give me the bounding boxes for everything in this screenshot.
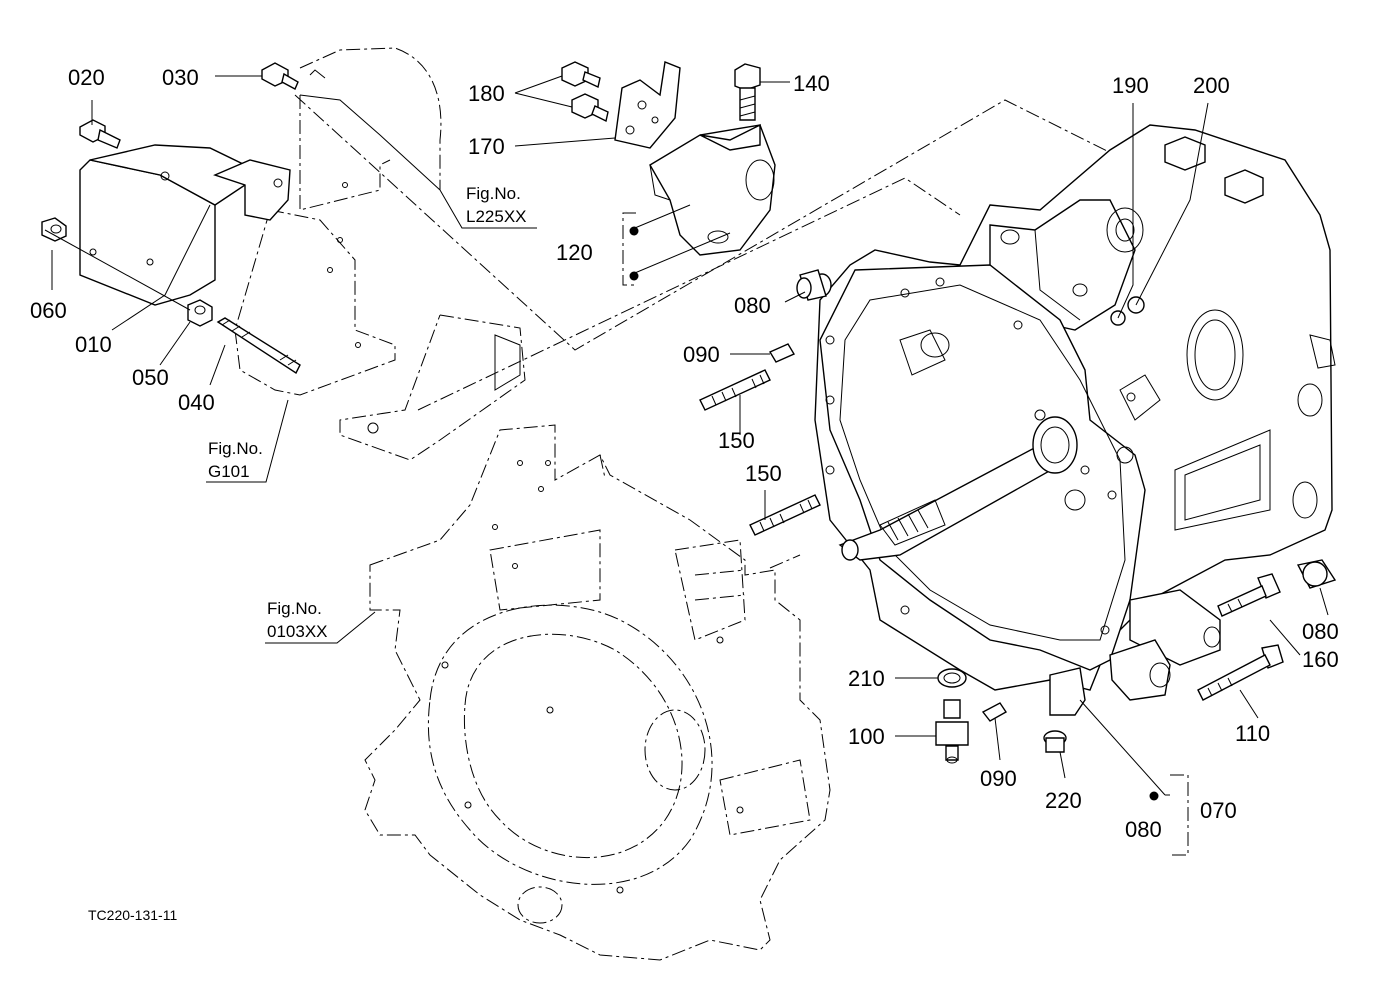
label-010: 010 bbox=[75, 332, 112, 357]
fig-ref-prefix: Fig.No. bbox=[208, 439, 263, 458]
label-220: 220 bbox=[1045, 788, 1082, 813]
fig-ref-prefix: Fig.No. bbox=[466, 184, 521, 203]
fig-ref-l225: Fig.No. L225XX bbox=[439, 184, 537, 229]
label-060: 060 bbox=[30, 298, 67, 323]
label-120: 120 bbox=[556, 240, 593, 265]
stud-150-lower bbox=[749, 494, 821, 536]
label-190: 190 bbox=[1112, 73, 1149, 98]
assembly-axis-line-3 bbox=[769, 554, 801, 569]
label-070: 070 bbox=[1200, 798, 1237, 823]
bushing-080-upper bbox=[796, 269, 832, 301]
group-bracket-120 bbox=[622, 212, 639, 286]
part-labels: 020 030 060 010 050 040 180 170 140 120 … bbox=[30, 65, 1339, 842]
label-050: 050 bbox=[132, 365, 169, 390]
label-080-lower: 080 bbox=[1125, 817, 1162, 842]
plate-170 bbox=[614, 61, 681, 149]
bolt-140 bbox=[734, 63, 761, 121]
stud-150-upper bbox=[699, 369, 771, 411]
plug-220 bbox=[1043, 730, 1067, 753]
lever-assembly-120 bbox=[649, 123, 776, 256]
label-090-lower: 090 bbox=[980, 766, 1017, 791]
group-bracket-070 bbox=[1149, 774, 1189, 856]
label-150-lower: 150 bbox=[745, 461, 782, 486]
pin-090-lower bbox=[981, 702, 1008, 722]
label-210: 210 bbox=[848, 666, 885, 691]
label-090-upper: 090 bbox=[683, 342, 720, 367]
valve-100 bbox=[935, 699, 969, 764]
label-150-upper: 150 bbox=[718, 428, 755, 453]
label-140: 140 bbox=[793, 71, 830, 96]
transmission-case bbox=[814, 124, 1336, 716]
label-160: 160 bbox=[1302, 647, 1339, 672]
leader-lines bbox=[44, 75, 1329, 796]
label-100: 100 bbox=[848, 724, 885, 749]
nut-050 bbox=[187, 299, 213, 327]
fig-ref-0103: Fig.No. 0103XX bbox=[265, 599, 376, 644]
fig-ref-code: L225XX bbox=[466, 207, 527, 226]
fig-ref-prefix: Fig.No. bbox=[267, 599, 322, 618]
cover-bracket-010 bbox=[79, 144, 291, 306]
bolt-020 bbox=[79, 119, 121, 149]
bolts-180 bbox=[561, 61, 609, 123]
fig-ref-code: G101 bbox=[208, 462, 250, 481]
label-110: 110 bbox=[1235, 721, 1270, 746]
bolt-030 bbox=[261, 62, 299, 90]
drawing-code: TC220-131-11 bbox=[88, 907, 177, 923]
label-080-upper: 080 bbox=[734, 293, 771, 318]
ring-210 bbox=[937, 668, 967, 688]
fig-g101-plate bbox=[234, 209, 526, 461]
bushing-080-right bbox=[1296, 559, 1337, 589]
fig-ref-g101: Fig.No. G101 bbox=[206, 399, 289, 483]
pin-090-upper bbox=[768, 343, 796, 363]
label-040: 040 bbox=[178, 390, 215, 415]
nut-060 bbox=[41, 217, 67, 242]
label-030: 030 bbox=[162, 65, 199, 90]
assembly-axis-line-2 bbox=[417, 177, 961, 411]
assembly-axis-line bbox=[294, 94, 1126, 351]
fig-l225-outline bbox=[299, 47, 442, 211]
label-180: 180 bbox=[468, 81, 505, 106]
bolt-160 bbox=[1217, 573, 1281, 617]
label-080-right: 080 bbox=[1302, 619, 1339, 644]
fig-ref-code: 0103XX bbox=[267, 622, 328, 641]
label-020: 020 bbox=[68, 65, 105, 90]
stud-040 bbox=[216, 317, 301, 375]
bolt-110 bbox=[1197, 644, 1284, 701]
label-170: 170 bbox=[468, 134, 505, 159]
label-200: 200 bbox=[1193, 73, 1230, 98]
flywheel-housing-0103 bbox=[364, 424, 831, 961]
